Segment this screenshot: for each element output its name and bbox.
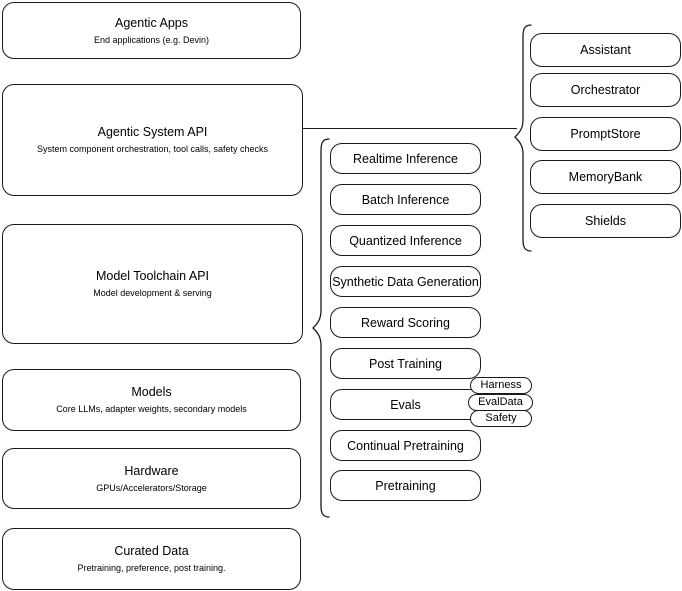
- component-label: Post Training: [369, 356, 442, 371]
- component-pretraining[interactable]: Pretraining: [330, 470, 481, 501]
- component-continual-pretraining[interactable]: Continual Pretraining: [330, 430, 481, 461]
- layer-subtitle: System component orchestration, tool cal…: [36, 144, 269, 154]
- system-component-label: Assistant: [580, 43, 631, 57]
- chip-harness[interactable]: Harness: [470, 377, 532, 394]
- system-component-memorybank[interactable]: MemoryBank: [530, 160, 681, 194]
- layer-curated-data[interactable]: Curated Data Pretraining, preference, po…: [2, 528, 301, 590]
- layer-subtitle: GPUs/Accelerators/Storage: [96, 482, 207, 493]
- connector-system-api-to-components: [303, 128, 517, 130]
- component-label: Reward Scoring: [361, 315, 450, 330]
- system-component-label: MemoryBank: [568, 170, 643, 184]
- layer-agentic-system-api[interactable]: Agentic System API System component orch…: [2, 84, 303, 196]
- brace-system-components: [514, 24, 532, 252]
- component-post-training[interactable]: Post Training: [330, 348, 481, 379]
- component-label: Pretraining: [375, 478, 436, 493]
- component-synthetic-data-generation[interactable]: Synthetic Data Generation: [330, 266, 481, 297]
- system-component-label: Shields: [585, 214, 626, 228]
- layer-agentic-apps[interactable]: Agentic Apps End applications (e.g. Devi…: [2, 2, 301, 59]
- system-component-assistant[interactable]: Assistant: [530, 33, 681, 67]
- component-batch-inference[interactable]: Batch Inference: [330, 184, 481, 215]
- chip-safety[interactable]: Safety: [470, 410, 532, 427]
- component-realtime-inference[interactable]: Realtime Inference: [330, 143, 481, 174]
- system-component-label: Orchestrator: [570, 83, 641, 97]
- system-component-shields[interactable]: Shields: [530, 204, 681, 238]
- system-component-label: PromptStore: [570, 127, 641, 141]
- layer-title: Models: [131, 385, 172, 399]
- chip-label: Harness: [480, 379, 522, 391]
- component-label: Batch Inference: [361, 192, 450, 207]
- layer-models[interactable]: Models Core LLMs, adapter weights, secon…: [2, 369, 301, 431]
- layer-subtitle: Pretraining, preference, post training.: [77, 563, 226, 573]
- layer-model-toolchain-api[interactable]: Model Toolchain API Model development & …: [2, 224, 303, 344]
- component-quantized-inference[interactable]: Quantized Inference: [330, 225, 481, 256]
- layer-title: Agentic System API: [97, 125, 208, 139]
- layer-title: Curated Data: [114, 544, 189, 558]
- layer-hardware[interactable]: Hardware GPUs/Accelerators/Storage: [2, 448, 301, 509]
- layer-title: Model Toolchain API: [95, 269, 210, 283]
- component-reward-scoring[interactable]: Reward Scoring: [330, 307, 481, 338]
- layer-title: Hardware: [124, 463, 179, 478]
- component-label: Continual Pretraining: [347, 438, 464, 453]
- chip-label: EvalData: [478, 396, 523, 408]
- component-evals[interactable]: Evals: [330, 389, 481, 420]
- layer-subtitle: End applications (e.g. Devin): [93, 34, 210, 45]
- layer-subtitle: Model development & serving: [93, 288, 212, 298]
- component-label: Evals: [390, 397, 421, 412]
- component-label: Realtime Inference: [353, 151, 458, 166]
- chip-label: Safety: [485, 412, 517, 424]
- layer-subtitle: Core LLMs, adapter weights, secondary mo…: [56, 404, 247, 414]
- chip-evaldata[interactable]: EvalData: [468, 394, 533, 411]
- component-label: Quantized Inference: [349, 233, 462, 248]
- system-component-orchestrator[interactable]: Orchestrator: [530, 73, 681, 107]
- brace-toolchain-components: [312, 138, 330, 518]
- layer-title: Agentic Apps: [115, 15, 188, 30]
- system-component-promptstore[interactable]: PromptStore: [530, 117, 681, 151]
- component-label: Synthetic Data Generation: [332, 274, 479, 289]
